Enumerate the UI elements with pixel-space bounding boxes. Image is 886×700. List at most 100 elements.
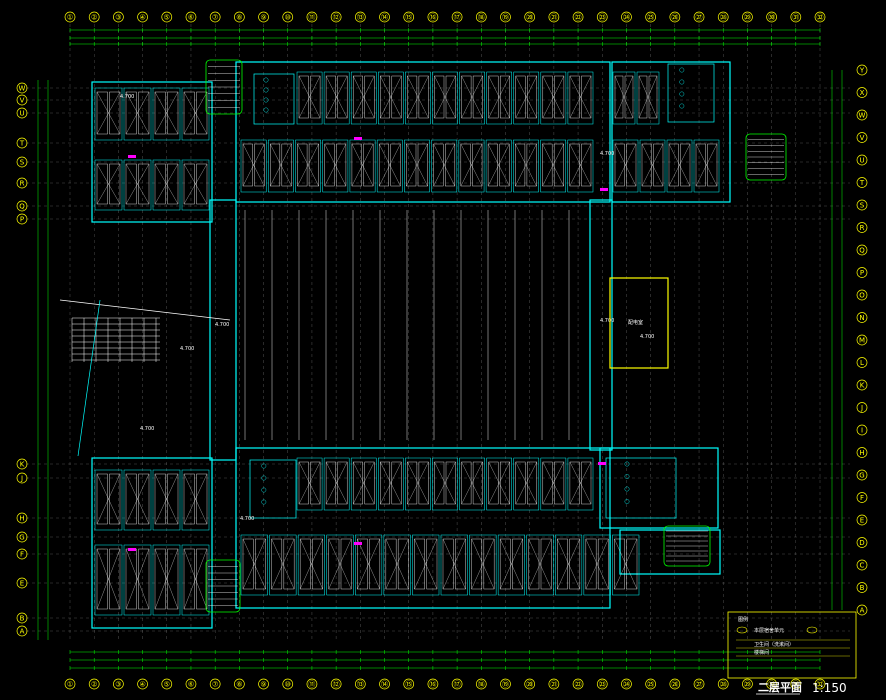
dorm-unit <box>432 457 458 511</box>
axis-label-bottom: ㉜ <box>817 681 824 689</box>
bed <box>183 548 195 610</box>
bed <box>255 538 266 590</box>
axis-bubble-left <box>16 94 28 106</box>
axis-label-bottom: ① <box>67 681 73 689</box>
bed <box>569 538 581 590</box>
bed <box>380 75 391 119</box>
dorm-unit <box>269 534 297 596</box>
furniture-line <box>434 461 456 505</box>
dorm-unit <box>540 71 567 125</box>
dorm-unit <box>123 469 152 531</box>
bed <box>270 143 281 187</box>
dorm-unit <box>383 534 411 596</box>
furniture-line <box>471 538 495 590</box>
axis-bubble-top <box>717 11 729 23</box>
room-label-electrical: 配电室 <box>628 319 643 326</box>
dorm-unit <box>567 71 594 125</box>
furniture-line <box>406 143 428 187</box>
furniture-line <box>270 143 292 187</box>
dorm-unit <box>267 139 294 193</box>
axis-label-bottom: ㉘ <box>720 681 727 689</box>
axis-bubble-bottom <box>306 678 318 690</box>
bed <box>196 473 208 525</box>
furniture-line <box>638 75 658 119</box>
furniture-line <box>242 143 265 187</box>
axis-bubble-bottom <box>354 678 366 690</box>
axis-label-left: P <box>20 216 24 224</box>
axis-label-right: X <box>860 89 865 97</box>
axis-label-top: ㉒ <box>575 14 582 22</box>
bed <box>512 538 523 590</box>
axis-bubble-right <box>856 402 868 413</box>
axis-label-top: ① <box>67 14 73 22</box>
dorm-unit <box>412 534 440 596</box>
bed <box>554 75 565 119</box>
furniture-line <box>515 143 537 187</box>
bed <box>499 143 510 187</box>
bed <box>406 143 417 187</box>
axis-label-right: B <box>860 584 865 592</box>
axis-label-top: ⑯ <box>429 14 436 22</box>
furniture-line <box>183 473 208 525</box>
legend-title: 图例 <box>738 616 748 623</box>
axis-bubble-top <box>113 11 124 23</box>
bed <box>472 461 483 505</box>
axis-bubble-left <box>16 531 28 543</box>
axis-bubble-top <box>64 11 76 23</box>
furniture-line <box>585 538 609 590</box>
axis-bubble-right <box>856 312 868 323</box>
furniture-line <box>614 75 634 119</box>
axis-bubble-right <box>856 222 868 233</box>
dorm-unit <box>240 139 267 193</box>
axis-label-top: ⑦ <box>212 14 218 22</box>
axis-label-right: C <box>860 562 865 570</box>
dorm-unit <box>486 457 512 511</box>
dorm-unit <box>378 457 404 511</box>
bed <box>357 538 368 590</box>
dorm-unit <box>152 469 181 531</box>
legend-item-2: 卫生间（洗漱间） <box>754 641 794 648</box>
toilet-fixture <box>679 103 685 109</box>
bed <box>109 473 121 525</box>
bed <box>391 461 402 505</box>
furniture-line <box>668 143 691 187</box>
furniture-line <box>542 75 565 119</box>
furniture-line <box>298 75 321 119</box>
elevation-label: 4.700 <box>140 426 154 432</box>
axis-label-top: ⑱ <box>478 14 485 22</box>
dorm-unit <box>486 71 512 125</box>
bed <box>96 163 108 205</box>
dorm-unit <box>431 139 458 193</box>
furniture-line <box>324 143 347 187</box>
bed <box>325 461 336 505</box>
axis-label-bottom: ⑰ <box>454 681 461 689</box>
stair-core <box>663 525 711 567</box>
axis-label-bottom: ⑥ <box>188 681 194 689</box>
bed <box>308 143 319 187</box>
dimension-lines <box>37 28 843 670</box>
axis-label-right: I <box>861 427 863 435</box>
axis-label-right: W <box>859 112 866 120</box>
dorm-unit <box>666 139 693 193</box>
axis-label-bottom: ㉕ <box>647 681 654 689</box>
bed <box>183 91 195 135</box>
axis-bubble-right <box>856 154 868 166</box>
bed <box>167 548 179 610</box>
furniture-line <box>414 538 438 590</box>
furniture-line <box>325 75 348 119</box>
axis-label-bottom: ⑦ <box>212 681 218 689</box>
wall-outline <box>619 529 721 575</box>
axis-label-left: A <box>20 628 25 636</box>
bed <box>488 461 499 505</box>
bed <box>557 538 568 590</box>
axis-bubble-top <box>330 11 342 23</box>
stair-core <box>745 133 787 181</box>
axis-label-top: ② <box>91 14 97 22</box>
bed <box>125 91 137 135</box>
bed <box>680 143 691 187</box>
axis-bubble-left <box>16 458 28 470</box>
axis-bubble-bottom <box>113 678 124 690</box>
drawing-scale: 1:150 <box>812 681 847 695</box>
axis-bubble-right <box>856 289 868 301</box>
bed <box>417 143 428 187</box>
